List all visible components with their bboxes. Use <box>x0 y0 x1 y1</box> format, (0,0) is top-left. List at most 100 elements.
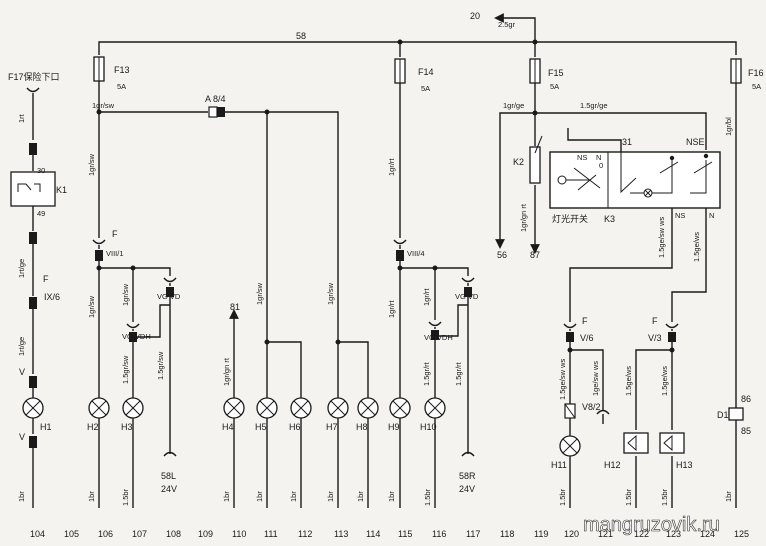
arrow-81-label: 81 <box>230 302 240 312</box>
grid-number-108: 108 <box>166 529 181 539</box>
lamp-h9-symbol <box>389 397 411 419</box>
connector-viii1: VIII/1 <box>106 249 124 258</box>
k3-inner-ns: NS <box>577 153 587 162</box>
lamp-h2-symbol <box>88 397 110 419</box>
lamp-h10-symbol <box>424 397 446 419</box>
wire-1br-113: 1br <box>326 491 335 502</box>
connector-v6: V/6 <box>580 333 594 343</box>
connector-f-left: F <box>43 274 49 284</box>
wire-15gesw-ws: 1.5ge/sw ws <box>657 216 666 258</box>
k3-label: 灯光开关 <box>552 213 588 224</box>
wire-15br-122: 1.5br <box>624 488 633 506</box>
lamp-h5-symbol <box>256 397 278 419</box>
wire-15gews-123: 1.5ge/ws <box>660 366 669 396</box>
wire-1br-114: 1br <box>356 491 365 502</box>
watermark-text: mangruzovik.ru <box>583 514 720 536</box>
fuse-f16-rating: 5A <box>752 82 761 91</box>
wire-15grsw-107: 1.5gr/sw <box>121 355 130 384</box>
wire-1grsw-107: 1gr/sw <box>121 283 130 306</box>
grid-number-104: 104 <box>30 529 45 539</box>
fuse-f15-name: F15 <box>548 68 564 78</box>
terminal-58r-volt: 24V <box>459 484 475 494</box>
supply-bus <box>98 13 737 57</box>
grid-number-115: 115 <box>398 529 412 539</box>
fuse-f14-name: F14 <box>418 67 434 77</box>
switch-k2-name: K2 <box>513 157 524 167</box>
arrow-20-label: 20 <box>470 11 480 21</box>
wire-1grbl-f16: 1gr/bl <box>724 117 733 136</box>
wire-1grrt-115: 1gr/rt <box>387 158 396 176</box>
terminal-58l-symbol <box>163 451 177 457</box>
grid-number-114: 114 <box>366 529 380 539</box>
connector-v-bottom: V <box>19 432 25 442</box>
lamp-h5-label: H5 <box>255 422 267 432</box>
light-switch-k3 <box>549 151 721 209</box>
grid-number-112: 112 <box>298 529 312 539</box>
arrow-56-label: 56 <box>497 250 507 260</box>
relay-d1-name: D1 <box>717 410 729 420</box>
fuse-f16 <box>730 58 742 84</box>
connector-v3: V/3 <box>648 333 662 343</box>
wire-1rt: 1rt <box>17 113 26 123</box>
relay-k1-name: K1 <box>56 185 67 195</box>
wire-1grrt-116: 1gr/rt <box>422 288 431 306</box>
lamp-h6-symbol <box>290 397 312 419</box>
k3-pin-n: N <box>709 211 714 220</box>
lamp-h3-symbol <box>122 397 144 419</box>
relay-k1-pin-49: 49 <box>37 209 45 218</box>
grid-number-121: 121 <box>598 529 613 539</box>
grid-number-107: 107 <box>132 529 147 539</box>
lamp-h6-label: H6 <box>289 422 301 432</box>
wire-1gesw-121: 1ge/sw ws <box>591 361 600 396</box>
terminal-58r-symbol <box>461 451 475 457</box>
lamp-h3-label: H3 <box>121 422 133 432</box>
fuse-f14-rating: 5A <box>421 84 430 93</box>
wire-15grrt-117: 1.5gr/rt <box>454 361 463 386</box>
terminal-58r-name: 58R <box>459 471 476 481</box>
lamp-h1-symbol <box>22 397 44 419</box>
wire-15gesw-120: 1.5ge/sw ws <box>558 358 567 400</box>
bus-label-58: 58 <box>296 31 306 41</box>
wire-1br-104: 1br <box>17 491 26 502</box>
grid-number-120: 120 <box>564 529 579 539</box>
lamp-h11-label: H11 <box>551 460 567 470</box>
wire-1br-112: 1br <box>289 491 298 502</box>
k3-inner-zero: 0 <box>599 161 603 170</box>
arrow-87-label: 87 <box>530 250 540 260</box>
wire-1br-125: 1br <box>724 491 733 502</box>
lamp-h11-symbol <box>559 435 581 457</box>
f13-branch-wiring <box>92 81 369 454</box>
column-104-wiring <box>26 87 40 508</box>
relay-d1-pin-86: 86 <box>741 394 751 404</box>
connector-v82: V8/2 <box>582 402 601 412</box>
wire-15grge-f15: 1.5gr/ge <box>580 101 608 110</box>
fuse-f13 <box>93 56 105 82</box>
wire-1grsw-111: 1gr/sw <box>255 282 264 305</box>
grid-number-109: 109 <box>198 529 213 539</box>
wire-15grrt-116: 1.5gr/rt <box>422 361 431 386</box>
lamp-h8-symbol <box>357 397 379 419</box>
lamp-h4-label: H4 <box>222 422 234 432</box>
fuse-f14 <box>394 58 406 84</box>
fuse-f15 <box>529 58 541 84</box>
fuse-f15-rating: 5A <box>550 82 559 91</box>
lamp-h9-label: H9 <box>388 422 400 432</box>
relay-d1-pin-85: 85 <box>741 426 751 436</box>
fuse-f13-rating: 5A <box>117 82 126 91</box>
wire-15grsw-108: 1.5gr/sw <box>156 351 165 380</box>
wire-1grsw-113: 1gr/sw <box>326 282 335 305</box>
grid-number-106: 106 <box>98 529 113 539</box>
wire-1grsw-h: 1gr/sw <box>92 101 115 110</box>
f14-branch-wiring <box>393 83 475 454</box>
k3-pin-31: 31 <box>622 137 632 147</box>
connector-vg-vd-2: VG VD <box>455 292 479 301</box>
wire-15br-120: 1.5br <box>558 488 567 506</box>
horn-h12-label: H12 <box>604 460 621 470</box>
grid-number-105: 105 <box>64 529 79 539</box>
fuse-f13-name: F13 <box>114 65 130 75</box>
wire-1grsw-106b: 1gr/sw <box>87 295 96 318</box>
connector-f-v3: F <box>652 316 658 326</box>
switch-k2 <box>529 135 543 184</box>
grid-number-111: 111 <box>264 529 278 539</box>
